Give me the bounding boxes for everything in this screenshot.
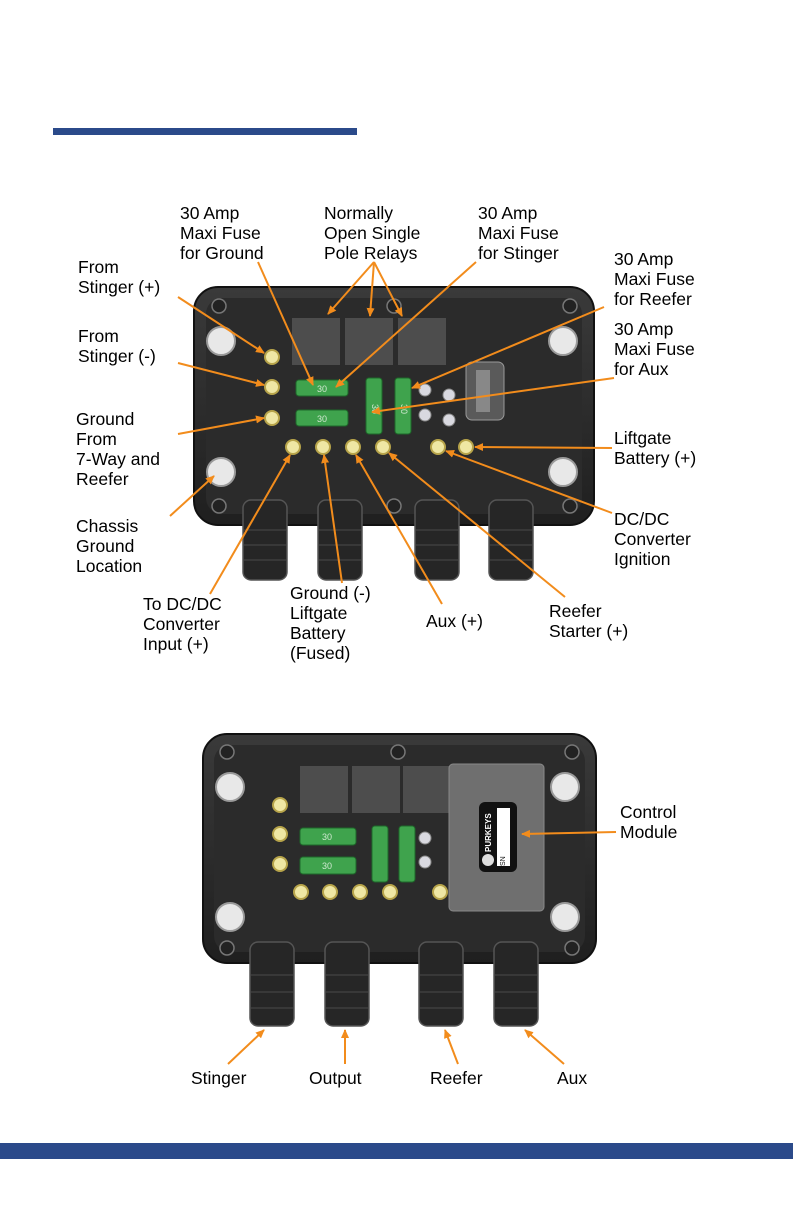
- brass-terminals: [264, 349, 474, 455]
- relays: [292, 318, 446, 365]
- mounting-holes: [206, 326, 578, 487]
- label-aux: Aux: [557, 1068, 588, 1088]
- label-to-dcdc-input: To DC/DC Converter Input (+): [143, 594, 222, 654]
- label-liftgate-battery: Liftgate Battery (+): [614, 428, 697, 468]
- svg-text:30: 30: [317, 384, 327, 394]
- top-callout-lines: [169, 261, 615, 605]
- label-from-stinger-neg: From Stinger (-): [78, 326, 156, 366]
- label-fuse-ground: 30 Amp Maxi Fuse for Ground: [180, 203, 264, 263]
- header-rule: [53, 128, 357, 135]
- harness-connector: [465, 361, 505, 421]
- label-chassis-ground: Chassis Ground Location: [76, 516, 143, 576]
- corner-screws: [211, 298, 578, 514]
- label-relays: Normally Open Single Pole Relays: [324, 203, 421, 263]
- label-fuse-aux: 30 Amp Maxi Fuse for Aux: [614, 319, 695, 379]
- label-fuse-stinger: 30 Amp Maxi Fuse for Stinger: [478, 203, 559, 263]
- footer-band: [0, 1143, 793, 1159]
- module-sn-text: SN: [500, 856, 507, 866]
- junction-box-closed: 30 30: [202, 733, 597, 1027]
- svg-text:30: 30: [322, 832, 332, 842]
- bottom-callout-lines: [227, 829, 617, 1065]
- label-from-stinger-pos: From Stinger (+): [78, 257, 161, 297]
- label-reefer-starter: Reefer Starter (+): [549, 601, 629, 641]
- label-output: Output: [309, 1068, 362, 1088]
- label-fuse-reefer: 30 Amp Maxi Fuse for Reefer: [614, 249, 695, 309]
- label-ground-from: Ground From 7-Way and Reefer: [76, 409, 160, 489]
- label-ground-liftgate: Ground (-) Liftgate Battery (Fused): [290, 583, 371, 663]
- svg-text:30: 30: [322, 861, 332, 871]
- label-dcdc-ignition: DC/DC Converter Ignition: [614, 509, 691, 569]
- label-stinger: Stinger: [191, 1068, 247, 1088]
- svg-text:30: 30: [399, 404, 409, 414]
- fuse-stinger-aux: [365, 377, 412, 435]
- module-brand-text: PURKEYS: [484, 813, 493, 852]
- label-aux-pos: Aux (+): [426, 611, 483, 631]
- label-control-module: Control Module: [620, 802, 678, 842]
- svg-text:30: 30: [317, 414, 327, 424]
- label-reefer: Reefer: [430, 1068, 483, 1088]
